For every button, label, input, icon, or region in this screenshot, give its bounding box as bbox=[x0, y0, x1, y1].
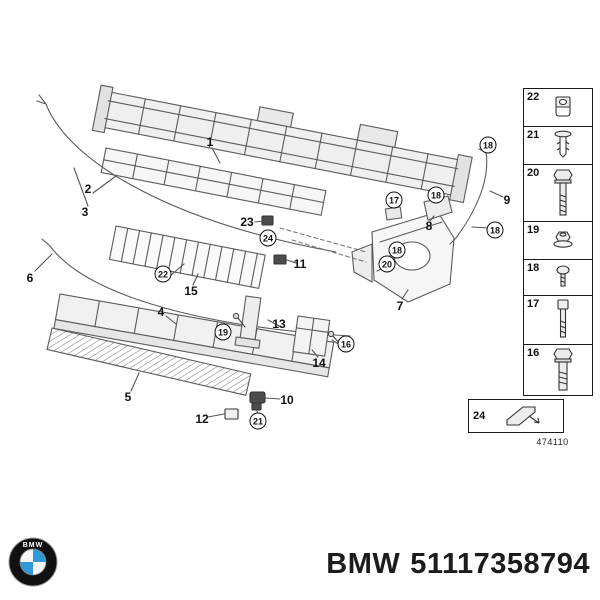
fastener-row: 19 bbox=[524, 222, 592, 260]
part-number-text: 51117358794 bbox=[410, 548, 590, 580]
fastener-panel: 22 21 20 bbox=[523, 88, 593, 396]
clip-row: 24 bbox=[468, 399, 564, 433]
fastener-row: 16 bbox=[524, 345, 592, 395]
fastener-row: 22 bbox=[524, 89, 592, 127]
fastener-number: 19 bbox=[527, 224, 540, 237]
fastener-number: 16 bbox=[527, 347, 540, 360]
fastener-number: 24 bbox=[473, 410, 486, 422]
fastener-row: 21 bbox=[524, 127, 592, 165]
cylinder-bolt-icon bbox=[551, 297, 575, 343]
bmw-logo: BMW bbox=[8, 537, 58, 592]
footer: BMW BMW 51117358794 bbox=[8, 537, 590, 592]
fastener-number: 18 bbox=[527, 261, 540, 274]
fastener-row: 17 bbox=[524, 296, 592, 346]
fastener-row: 20 bbox=[524, 165, 592, 223]
svg-text:BMW: BMW bbox=[23, 542, 44, 549]
part-title: BMW 51117358794 bbox=[326, 548, 590, 581]
hex-bolt-long-icon bbox=[551, 167, 575, 219]
flange-nut-icon bbox=[550, 228, 576, 254]
fastener-row: 18 bbox=[524, 260, 592, 296]
fastener-number: 20 bbox=[527, 166, 540, 179]
fastener-number: 22 bbox=[527, 91, 540, 103]
screw-icon bbox=[551, 263, 575, 291]
expansion-rivet-icon bbox=[551, 129, 575, 161]
trim-clip-icon bbox=[499, 402, 545, 430]
brand-text: BMW bbox=[326, 548, 401, 580]
fastener-number: 17 bbox=[527, 297, 540, 310]
diagram-number: 474110 bbox=[536, 437, 569, 447]
hex-flange-bolt-icon bbox=[550, 346, 576, 394]
fastener-number: 21 bbox=[527, 128, 540, 141]
clip-nut-icon bbox=[551, 93, 575, 121]
